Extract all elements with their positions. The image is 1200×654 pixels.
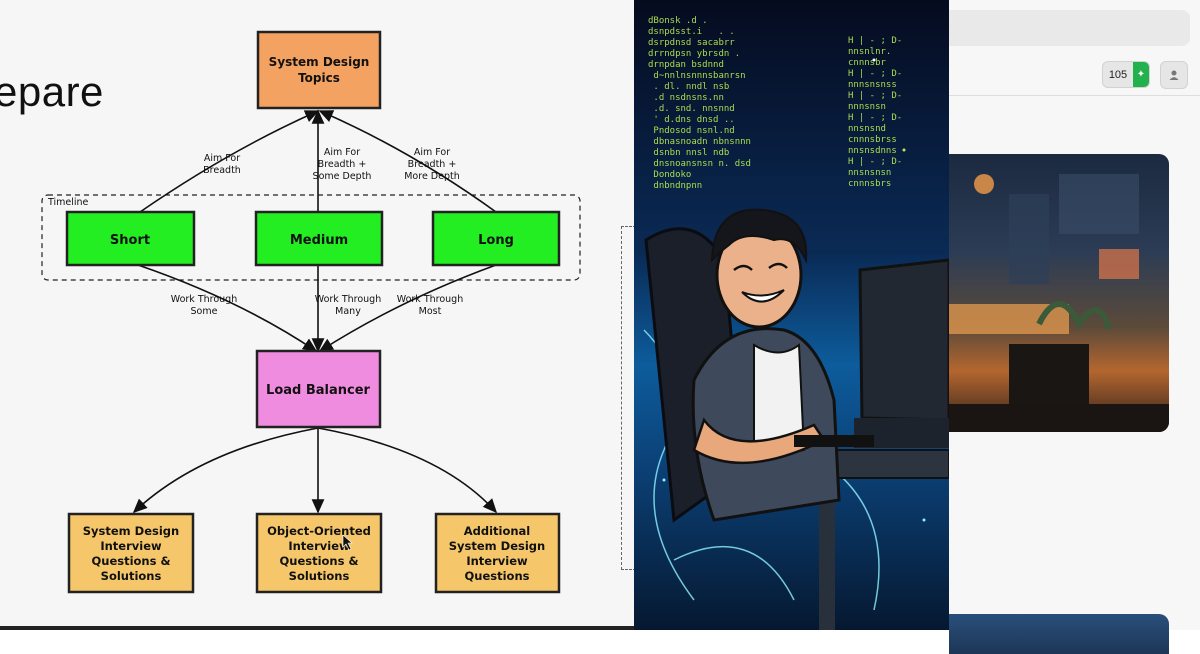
box-oo-line1: Object-Oriented [267,524,371,538]
box-add-line1: Additional [464,524,531,538]
slide-title: epare [0,68,104,115]
arrow-long-to-topics [318,110,497,213]
box-add-line4: Questions [465,569,530,583]
arrow-short-to-lb [137,264,318,352]
up-label-long-2: Breadth + [408,159,457,170]
workspace-scene-image [949,174,1169,432]
arrow-long-to-lb [318,264,497,352]
up-label-short-2: Breadth [203,165,241,176]
arrow-lb-to-additional [317,427,498,514]
box-oo-interview-questions [255,512,383,594]
timeline-label: Timeline [47,197,89,208]
header-divider [949,95,1200,96]
image-thumbnail-card-next[interactable] [949,614,1169,654]
box-oo-line3: Questions & [279,554,358,568]
box-long [431,210,561,267]
box-short-label: Short [110,233,150,248]
user-icon [1169,70,1179,80]
box-sd-interview-questions [67,512,195,594]
address-bar[interactable] [949,10,1190,46]
down-label-long-1: Work Through [397,294,463,305]
up-label-long-3: More Depth [404,171,460,182]
box-short [65,210,196,267]
box-oo-line2: Interview [288,539,350,553]
box-system-design-topics [256,30,382,110]
down-label-medium-2: Many [335,306,361,317]
box-sd-line4: Solutions [101,569,162,583]
box-sd-line3: Questions & [91,554,170,568]
arrow-short-to-topics [139,110,320,213]
box-sd-line2: Interview [100,539,162,553]
down-label-medium-1: Work Through [315,294,381,305]
diagram-slide: epare Timeline System Design Topics Aim … [0,30,634,630]
box-medium-label: Medium [290,233,348,248]
dashed-bracket [621,226,636,570]
browser-side-panel: 105 ✦ [949,0,1200,654]
box-topics-line1: System Design [269,55,370,69]
count-badge[interactable]: 105 ✦ [1102,61,1150,88]
developer-at-computer-illustration [643,58,949,630]
mouse-cursor-icon [342,534,353,551]
developer-illustration: dBonsk .d . dsnpdsst.i . . dsrpdnsd saca… [634,0,949,630]
sparkle-icon[interactable]: ✦ [1133,62,1149,87]
down-label-short-1: Work Through [171,294,237,305]
box-load-balancer [255,349,382,429]
down-label-long-2: Most [419,306,442,317]
box-additional-sd-questions [434,512,561,594]
up-label-medium-2: Breadth + [318,159,367,170]
timeline-container [41,194,581,281]
slide-bottom-bar [0,626,634,630]
count-value: 105 [1108,68,1128,81]
box-topics-line2: Topics [298,71,340,85]
image-thumbnail-card[interactable] [949,154,1169,432]
box-sd-line1: System Design [83,524,179,538]
arrow-lb-to-sd-questions [132,427,319,514]
user-account-button[interactable] [1160,61,1188,89]
up-label-long-1: Aim For [414,147,450,158]
down-label-short-2: Some [191,306,218,317]
code-rain-left: dBonsk .d . dsnpdsst.i . . dsrpdnsd saca… [648,16,751,191]
box-load-balancer-label: Load Balancer [266,383,371,398]
box-add-line2: System Design [449,539,545,553]
system-design-flow-diagram: Timeline System Design Topics Aim For Br… [41,30,581,594]
code-rain-right: H | - ; D- nnsnlnr. cnnnsbr H | - ; D- n… [848,36,903,189]
box-medium [254,210,384,267]
up-label-short-1: Aim For [204,153,240,164]
box-add-line3: Interview [466,554,528,568]
up-label-medium-1: Aim For [324,147,360,158]
box-long-label: Long [478,233,514,248]
up-label-medium-3: Some Depth [313,171,372,182]
box-oo-line4: Solutions [289,569,350,583]
